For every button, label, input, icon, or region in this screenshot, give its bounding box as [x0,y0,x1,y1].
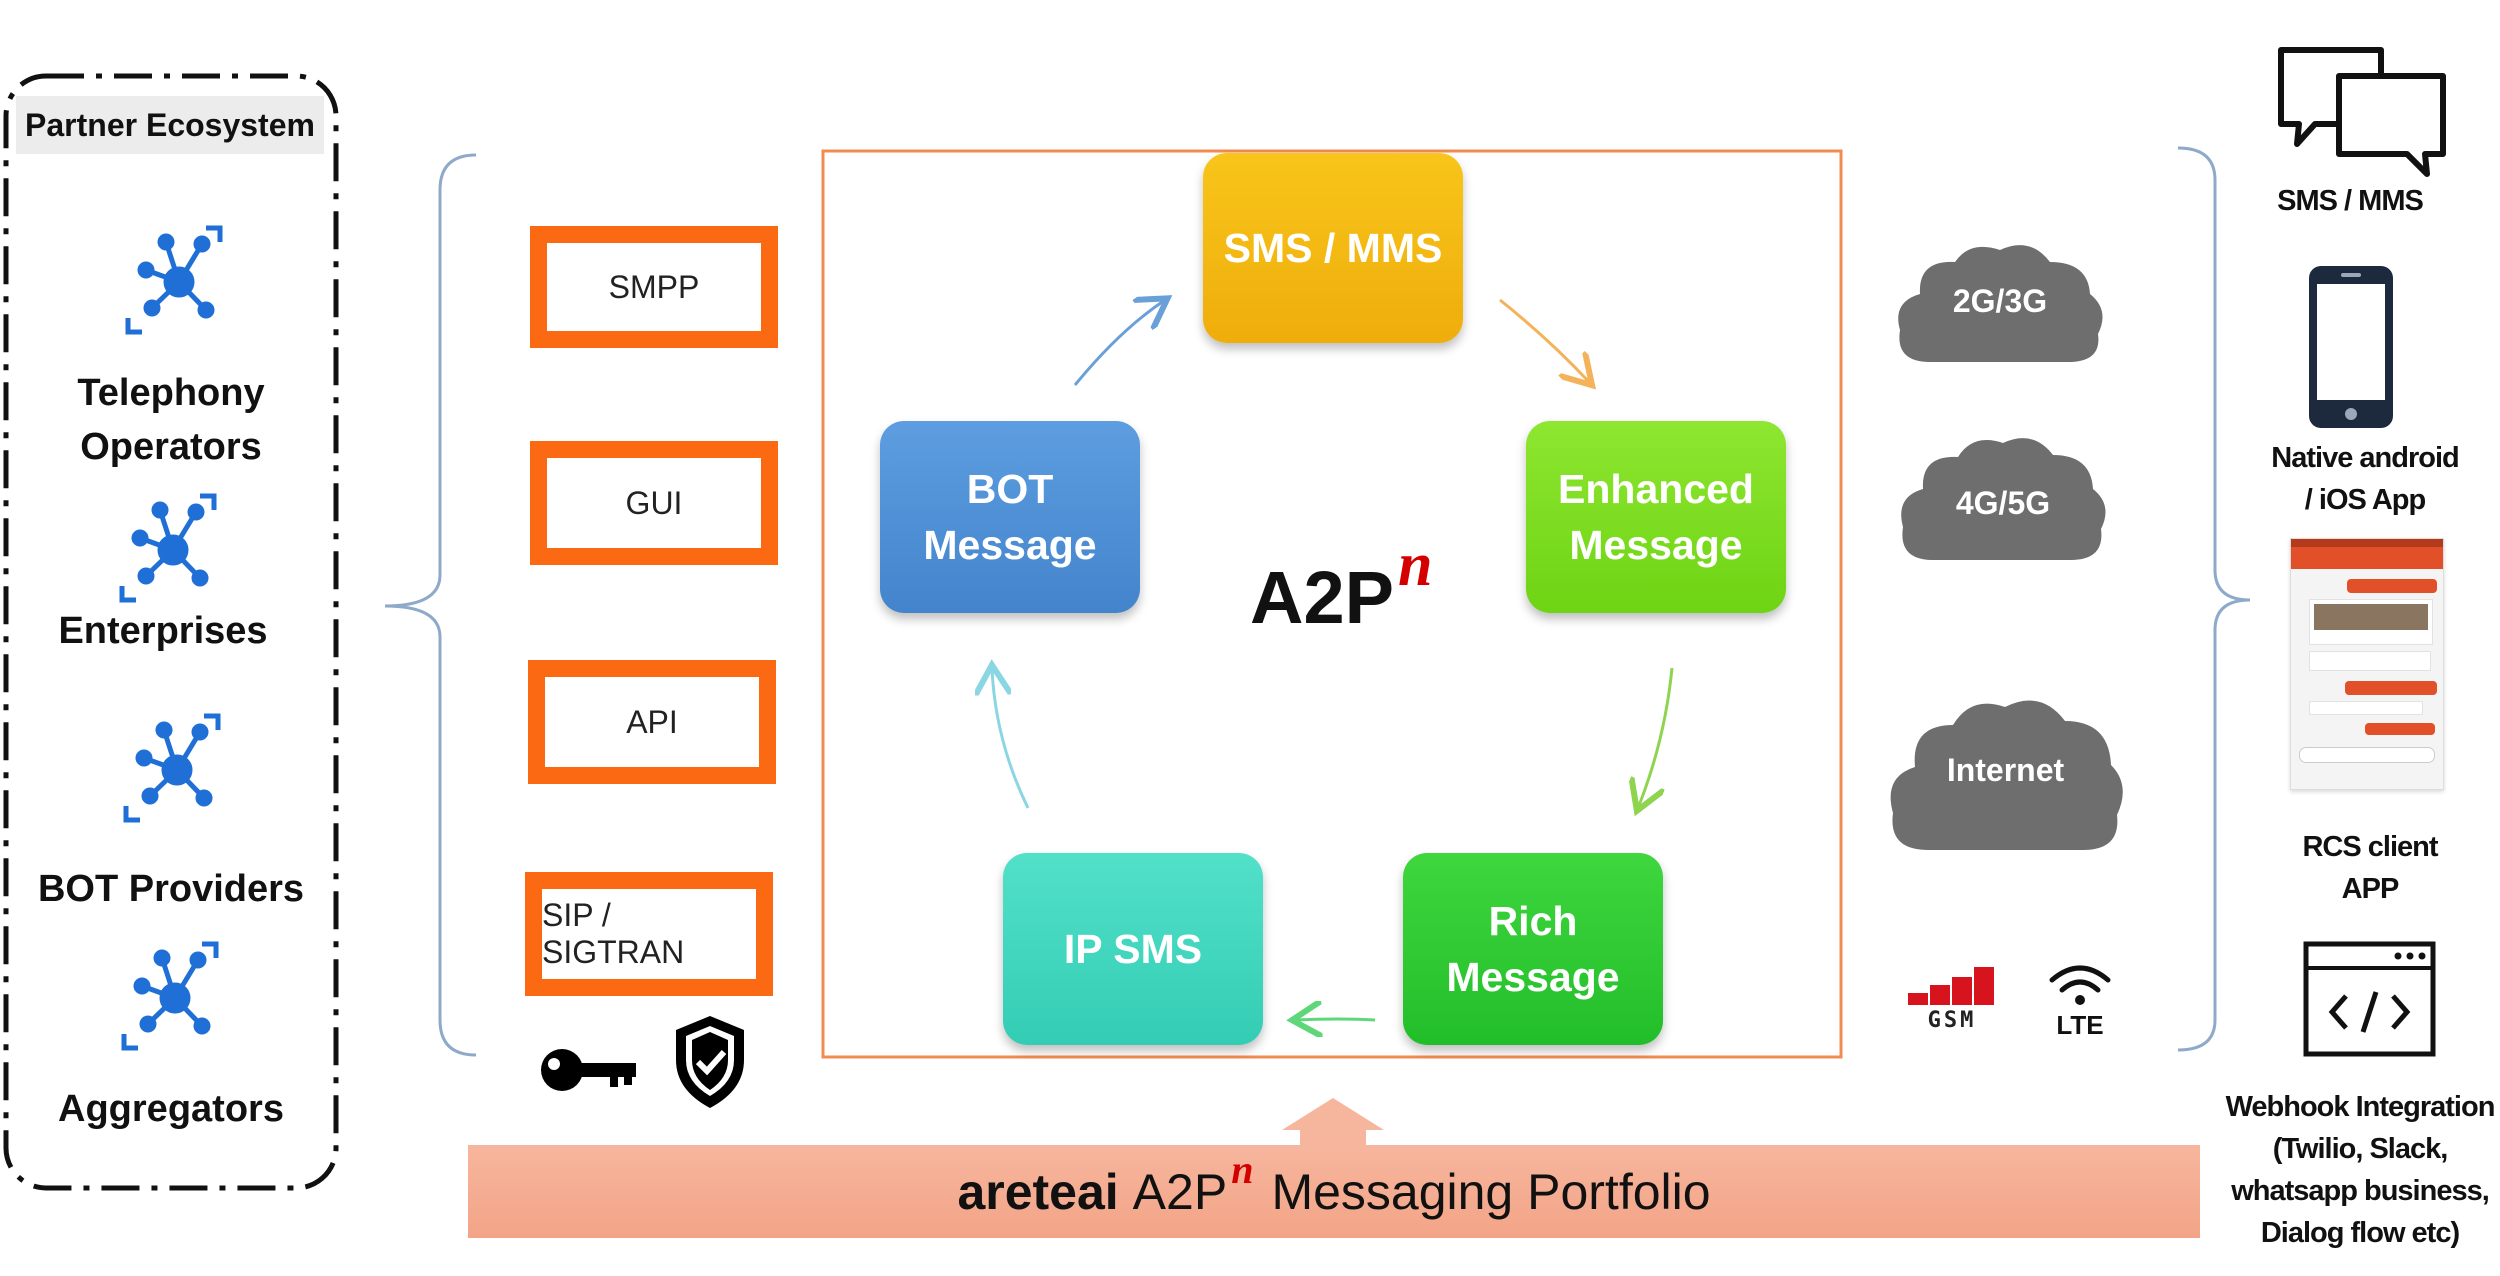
a2p-center-logo: A2Pn [1250,531,1432,640]
cloud-2g3g-label: 2G/3G [1952,283,2048,319]
cloud-internet-label: Internet [1946,752,2065,788]
eco-enterprises: Enterprises [58,610,268,652]
a2p-center-sup: n [1397,531,1433,599]
cycle-bot-line2: Message [923,522,1097,568]
interface-sip-sigtran: SIP / SIGTRAN [525,872,773,996]
banner-sup: n [1231,1147,1254,1192]
device-webhook-line2: (Twilio, Slack, [2272,1133,2449,1165]
cycle-sms-mms-label: SMS / MMS [1223,225,1443,271]
device-rcs-line1: RCS client [2302,831,2438,863]
cloud-icon [1898,245,2103,362]
partner-ecosystem-title: Partner Ecosystem [16,96,324,154]
arrow-bot-to-sms [1073,300,1165,386]
device-native-line1: Native android [2271,442,2459,474]
device-webhook-line4: Dialog flow etc) [2260,1217,2460,1249]
interface-api: API [528,660,776,784]
device-rcs-line2: APP [2341,873,2400,905]
eco-telephony-operators: Telephony Operators [77,372,265,468]
a2p-core-frame [821,149,1843,1059]
arrow-ipsms-to-bot [992,668,1030,809]
arrow-sms-to-enhanced [1499,298,1590,383]
partner-ecosystem-frame [3,73,339,1191]
banner-rest: Messaging Portfolio [1271,1163,1711,1220]
smartphone-icon [2309,266,2393,428]
shield-check-icon [676,1016,744,1108]
cycle-enhanced-line1: Enhanced [1558,466,1754,512]
gsm-text: GSM [1928,1008,1977,1031]
interface-gui: GUI [530,441,778,565]
cycle-rich-line1: Rich [1488,898,1578,944]
network-node-icon [121,941,219,1051]
cloud-4g5g-label: 4G/5G [1955,485,2051,521]
arrow-enhanced-to-rich [1638,667,1674,808]
code-window-icon [2303,941,2436,1057]
cycle-ip-sms-label: IP SMS [1063,926,1203,972]
arrow-rich-to-ipsms [1295,1019,1376,1020]
rcs-app-screenshot [2290,538,2444,790]
cloud-icon [1901,438,2106,560]
a2p-center-text: A2P [1250,556,1394,639]
lte-text: LTE [2056,1010,2103,1038]
cycle-ip-sms: IP SMS [1003,853,1263,1045]
gsm-logo: GSM [1908,967,1994,1031]
left-brace [384,153,477,1057]
chat-bubbles-icon [2278,47,2446,177]
banner-product: A2P [1132,1163,1228,1220]
device-webhook-line3: whatsapp business, [2231,1175,2490,1207]
eco-aggregators: Aggregators [58,1088,284,1130]
cycle-enhanced-message: Enhanced Message [1526,421,1786,613]
banner-up-arrow [1282,1098,1384,1145]
cycle-bot-line1: BOT [966,466,1054,512]
cycle-bot-message: BOT Message [880,421,1140,613]
device-sms-mms-label: SMS / MMS [2277,185,2424,217]
cycle-rich-line2: Message [1446,954,1620,1000]
eco-bot-providers: BOT Providers [37,868,305,910]
right-brace [2177,146,2251,1052]
interface-smpp: SMPP [530,226,778,348]
network-node-icon [125,225,223,335]
device-native-line2: / iOS App [2304,484,2426,516]
network-node-icon [119,493,217,603]
device-webhook-line1: Webhook Integration [2225,1091,2496,1123]
lte-logo: LTE [2049,965,2111,1038]
cycle-sms-mms: SMS / MMS [1203,153,1463,343]
network-node-icon [123,713,221,823]
banner-brand: areteai [957,1163,1119,1220]
cycle-rich-message: Rich Message [1403,853,1663,1045]
key-icon [541,1049,636,1091]
cycle-enhanced-line2: Message [1569,522,1743,568]
cloud-icon [1890,700,2123,850]
